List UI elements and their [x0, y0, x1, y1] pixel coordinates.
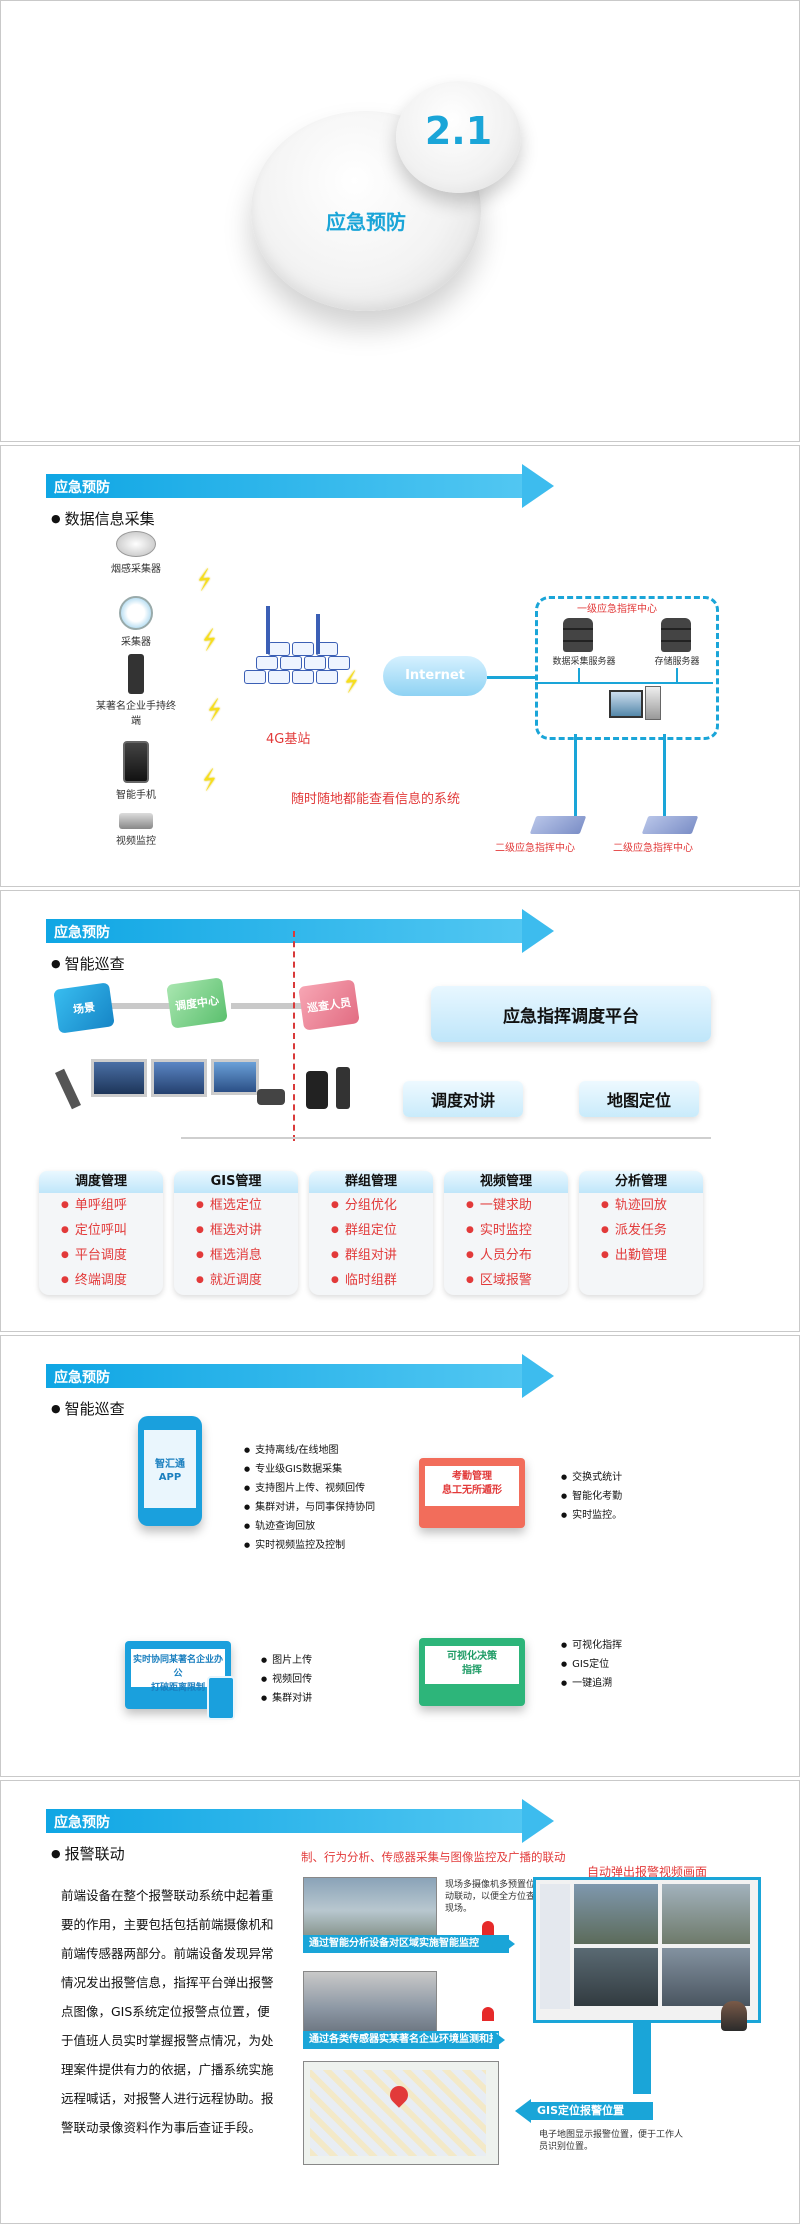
sub-center-label: 二级应急指挥中心	[495, 843, 575, 854]
device-smartphone: 智能手机	[96, 741, 176, 801]
operator-avatar	[721, 2001, 747, 2031]
smartphone-icon	[306, 1071, 328, 1109]
walkie-talkie-icon	[336, 1067, 350, 1109]
device-smoke-sensor: 烟感采集器	[96, 531, 176, 575]
cube-scene: 场景	[53, 982, 115, 1034]
slide-data-collection: 应急预防 数据信息采集 烟感采集器 采集器 某著名企业手持终端 智能手机 视频监…	[0, 445, 800, 887]
slide-patrol-dispatch: 应急预防 智能巡查 场景 调度中心 巡查人员 应急指挥调度平台 调度对讲 地图定…	[0, 890, 800, 1332]
card-group-management: 群组管理 分组优化 群组定位 群组对讲 临时组群	[309, 1171, 433, 1295]
dispatch-platform: 应急指挥调度平台	[431, 986, 711, 1042]
description-paragraph: 前端设备在整个报警联动系统中起着重要的作用，主要包括包括前端摄像机和前端传感器两…	[61, 1888, 274, 2135]
number-disc: 2.1	[396, 81, 521, 193]
signal-bolt-icon: ⚡	[191, 563, 219, 599]
slide-alarm-linkage: 应急预防 报警联动 制、行为分析、传感器采集与图像监控及广播的联动 前端设备在整…	[0, 1780, 800, 2224]
monitor-icon	[151, 1059, 207, 1097]
slide-cover: 应急预防 2.1	[0, 0, 800, 442]
camera-icon	[119, 813, 153, 829]
slide-subtitle: 数据信息采集	[51, 508, 155, 529]
sub-center-icon	[529, 816, 587, 834]
server-icon	[563, 618, 593, 652]
attendance-monitor-icon: 考勤管理 息工无所遁形	[419, 1458, 525, 1528]
smoke-detector-icon	[116, 531, 156, 557]
pc-tower-icon	[645, 686, 661, 720]
decision-feature-list: 可视化指挥 GIS定位 一键追溯	[561, 1636, 622, 1693]
base-station-label: 4G基站	[266, 732, 311, 747]
app-subtitle: APP	[158, 1472, 182, 1483]
banner-gis-location: GIS定位报警位置	[531, 2102, 653, 2120]
command-center-box	[535, 596, 719, 740]
voice-dispatch: 调度对讲	[403, 1081, 523, 1117]
sub-center-icon	[641, 816, 699, 834]
slide-subtitle: 智能巡查	[51, 953, 125, 974]
slide-subtitle: 报警联动	[51, 1843, 125, 1864]
card-gis-management: GIS管理 框选定位 框选对讲 框选消息 就近调度	[174, 1171, 298, 1295]
cover-title: 应急预防	[326, 210, 406, 234]
alarm-video-window	[533, 1877, 761, 2023]
alarm-light-icon	[482, 1921, 494, 1935]
section-header-label: 应急预防	[54, 1370, 110, 1386]
server-icon	[661, 618, 691, 652]
sub-center-label: 二级应急指挥中心	[613, 843, 693, 854]
phone-icon	[257, 1089, 285, 1105]
cube-dispatch-center: 调度中心	[166, 977, 228, 1029]
banner-smart-analysis: 通过智能分析设备对区域实施智能监控	[303, 1935, 509, 1953]
monitor-icon	[91, 1059, 147, 1097]
cube-patrol-staff: 巡查人员	[298, 979, 360, 1031]
slide-patrol-app: 应急预防 智能巡查 智汇通 APP 支持离线/在线地图 专业级GIS数据采集 支…	[0, 1335, 800, 1777]
device-collector: 采集器	[96, 596, 176, 648]
smartphone-icon	[123, 741, 149, 783]
device-video-camera: 视频监控	[96, 813, 176, 847]
section-header: 应急预防	[46, 1354, 556, 1398]
signal-bolt-icon: ⚡	[196, 623, 224, 659]
alarm-light-icon	[482, 2007, 494, 2021]
card-video-management: 视频管理 一键求助 实时监控 人员分布 区域报警	[444, 1171, 568, 1295]
system-caption: 随时随地都能查看信息的系统	[291, 792, 461, 807]
section-header: 应急预防	[46, 464, 556, 508]
section-number: 2.1	[424, 109, 493, 153]
divider	[293, 931, 295, 1141]
map-note: 电子地图显示报警位置，便于工作人员识别位置。	[539, 2130, 684, 2152]
collaboration-feature-list: 图片上传 视频回传 集群对讲	[261, 1651, 312, 1708]
linkage-caption: 制、行为分析、传感器采集与图像监控及广播的联动	[301, 1850, 566, 1864]
device-handheld-terminal: 某著名企业手持终端	[96, 654, 176, 727]
gauge-icon	[119, 596, 153, 630]
slide-subtitle: 智能巡查	[51, 1398, 125, 1419]
banner-sensor-monitoring: 通过各类传感器实某著名企业环境监测和报警	[303, 2031, 499, 2063]
app-feature-list: 支持离线/在线地图 专业级GIS数据采集 支持图片上传、视频回传 集群对讲，与同…	[244, 1441, 375, 1555]
signal-bolt-icon: ⚡	[201, 693, 229, 729]
internet-cloud: Internet	[383, 656, 487, 696]
card-analysis-management: 分析管理 轨迹回放 派发任务 出勤管理	[579, 1171, 703, 1295]
microphone-icon	[55, 1068, 81, 1110]
decision-monitor-icon: 可视化决策 指挥	[419, 1638, 525, 1706]
server-label: 数据采集服务器	[552, 657, 616, 667]
section-header-label: 应急预防	[54, 1815, 110, 1831]
section-header-label: 应急预防	[54, 480, 110, 496]
command-center-label: 一级应急指挥中心	[577, 604, 657, 615]
monitor-icon	[211, 1059, 259, 1095]
server-label: 存储服务器	[654, 657, 700, 667]
signal-bolt-icon: ⚡	[196, 763, 224, 799]
map-positioning: 地图定位	[579, 1081, 699, 1117]
tablet-icon	[207, 1676, 235, 1720]
app-phone-icon: 智汇通 APP	[138, 1416, 202, 1526]
gis-map	[303, 2061, 499, 2165]
app-title: 智汇通	[155, 1459, 185, 1470]
card-dispatch-management: 调度管理 单呼组呼 定位呼叫 平台调度 终端调度	[39, 1171, 163, 1295]
camera-note: 现场多摄像机多预置位自动联动，以便全方位查看现场。	[445, 1880, 545, 1914]
section-header: 应急预防	[46, 909, 556, 953]
attendance-feature-list: 交换式统计 智能化考勤 实时监控。	[561, 1468, 622, 1525]
section-header-label: 应急预防	[54, 925, 110, 941]
walkie-talkie-icon	[128, 654, 144, 694]
popup-caption: 自动弹出报警视频画面	[587, 1865, 708, 1879]
base-station-icon	[236, 606, 356, 696]
section-header: 应急预防	[46, 1799, 556, 1843]
monitor-icon	[609, 690, 643, 718]
